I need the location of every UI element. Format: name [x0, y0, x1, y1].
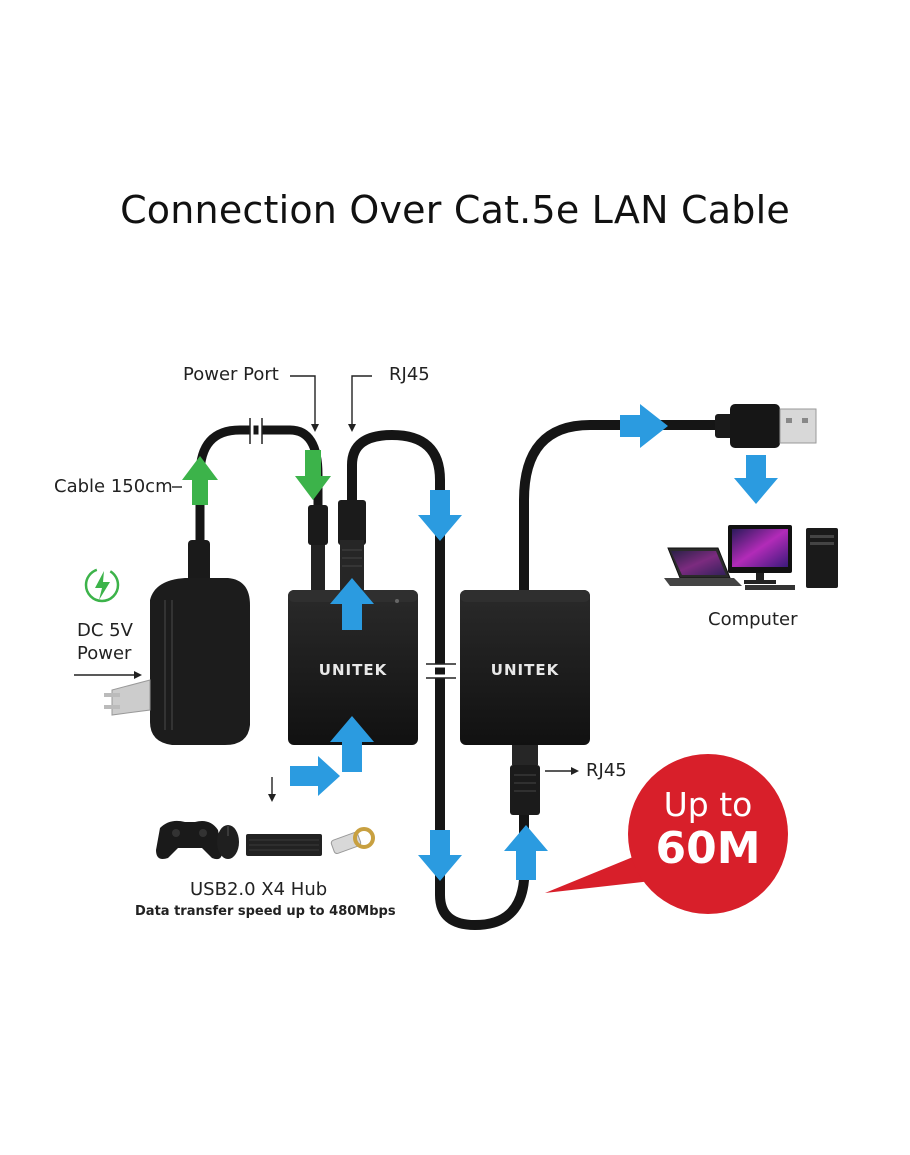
usb-cable [519, 420, 735, 605]
arrow-up-blue-2 [330, 716, 374, 772]
pc-tower-icon [806, 528, 838, 588]
rj45-plug-left [338, 500, 366, 590]
usb-drive-icon [330, 827, 375, 855]
label-cable-length: Cable 150cm [54, 476, 173, 497]
label-hub-subtitle: Data transfer speed up to 480Mbps [135, 904, 396, 919]
laptop-icon [664, 547, 742, 586]
label-power-port: Power Port [183, 364, 279, 385]
label-rj45-bottom: RJ45 [586, 760, 627, 781]
power-cable [195, 425, 323, 550]
label-computer: Computer [708, 609, 798, 630]
label-power-line2: Power [77, 643, 132, 664]
arrow-right-blue-usb [620, 404, 668, 448]
power-adapter-icon [104, 540, 250, 745]
badge-line2: 60M [655, 823, 761, 874]
keyboard-icon [246, 834, 322, 856]
arrow-down-blue-2 [418, 830, 462, 881]
arrow-down-blue-1 [418, 490, 462, 541]
cable-break-marks [250, 420, 454, 678]
arrow-right-blue-hub [290, 756, 340, 796]
mouse-icon [217, 825, 239, 859]
monitor-icon [728, 525, 795, 590]
arrow-up-blue-3 [504, 825, 548, 880]
receiver-box: UNITEK [460, 590, 590, 745]
arrow-up-blue-1 [330, 578, 374, 630]
lan-cable [347, 429, 529, 931]
brand-logo-right: UNITEK [491, 661, 560, 679]
label-power-line1: DC 5V [77, 620, 133, 641]
label-hub-title: USB2.0 X4 Hub [190, 879, 328, 900]
arrow-down-blue-computer [734, 455, 778, 504]
usb-plug-icon [715, 404, 817, 448]
label-rj45-top: RJ45 [389, 364, 430, 385]
leader-lines [74, 375, 572, 795]
badge-line1: Up to [663, 785, 753, 824]
gamepad-icon [156, 820, 222, 860]
arrow-down-green [295, 450, 331, 500]
green-arrows [182, 450, 331, 505]
lightning-icon [84, 567, 120, 603]
distance-badge [545, 754, 788, 914]
rj45-plug-right [510, 745, 540, 815]
arrow-up-green [182, 456, 218, 505]
diagram-title: Connection Over Cat.5e LAN Cable [120, 188, 790, 232]
power-plug [308, 505, 328, 590]
brand-logo-left: UNITEK [319, 661, 388, 679]
blue-arrows [290, 404, 778, 881]
